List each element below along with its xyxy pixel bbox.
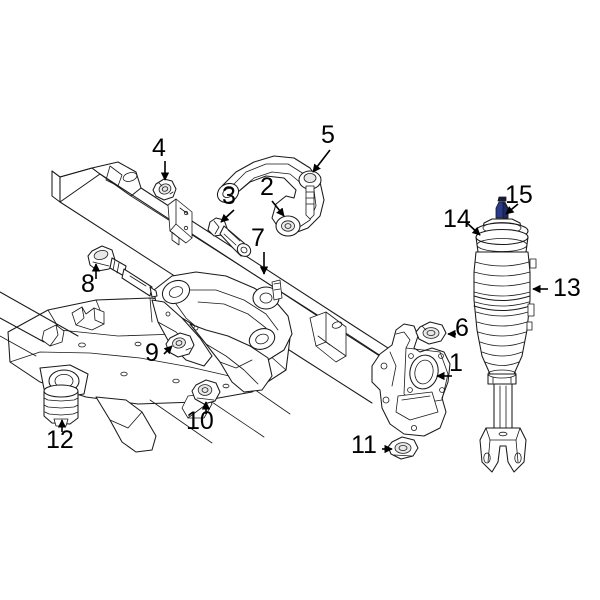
callout-label-12[interactable]: 12 bbox=[46, 426, 74, 454]
callout-label-3[interactable]: 3 bbox=[222, 182, 236, 210]
frame-bracket-left bbox=[167, 198, 193, 246]
leader-14 bbox=[465, 221, 481, 236]
leader-2 bbox=[271, 200, 285, 217]
leader-15 bbox=[505, 203, 519, 215]
callout-leaders bbox=[57, 149, 548, 454]
lower-control-arm bbox=[151, 271, 293, 393]
callout-label-13[interactable]: 13 bbox=[553, 274, 581, 302]
callout-label-5[interactable]: 5 bbox=[321, 121, 335, 149]
upper-arm-nut bbox=[152, 178, 177, 201]
callout-label-9[interactable]: 9 bbox=[145, 339, 159, 367]
knuckle-nut-lower bbox=[387, 436, 419, 460]
callout-label-7[interactable]: 7 bbox=[251, 224, 265, 252]
lower-arm-nut bbox=[191, 379, 221, 405]
callout-label-15[interactable]: 15 bbox=[505, 181, 533, 209]
leader-5 bbox=[312, 149, 331, 173]
leader-3 bbox=[220, 209, 235, 223]
upper-control-arm bbox=[216, 155, 325, 237]
callout-label-14[interactable]: 14 bbox=[443, 205, 471, 233]
callout-label-1[interactable]: 1 bbox=[449, 349, 463, 377]
callout-label-2[interactable]: 2 bbox=[260, 173, 274, 201]
frame-bracket-right bbox=[309, 311, 347, 363]
callout-label-4[interactable]: 4 bbox=[152, 134, 166, 162]
cam-adjust-bolt bbox=[207, 217, 252, 257]
knuckle-nut-upper bbox=[415, 321, 447, 345]
jounce-bumper bbox=[43, 384, 79, 427]
air-spring-strut-assembly bbox=[473, 196, 537, 473]
callout-label-11[interactable]: 11 bbox=[351, 431, 377, 459]
callout-label-10[interactable]: 10 bbox=[186, 407, 214, 435]
lower-ball-joint bbox=[87, 245, 158, 298]
callout-label-6[interactable]: 6 bbox=[455, 314, 469, 342]
callout-label-8[interactable]: 8 bbox=[81, 270, 95, 298]
lower-arm-bushing-nut bbox=[165, 332, 195, 358]
leader-9 bbox=[163, 345, 173, 355]
steering-knuckle bbox=[371, 323, 451, 437]
